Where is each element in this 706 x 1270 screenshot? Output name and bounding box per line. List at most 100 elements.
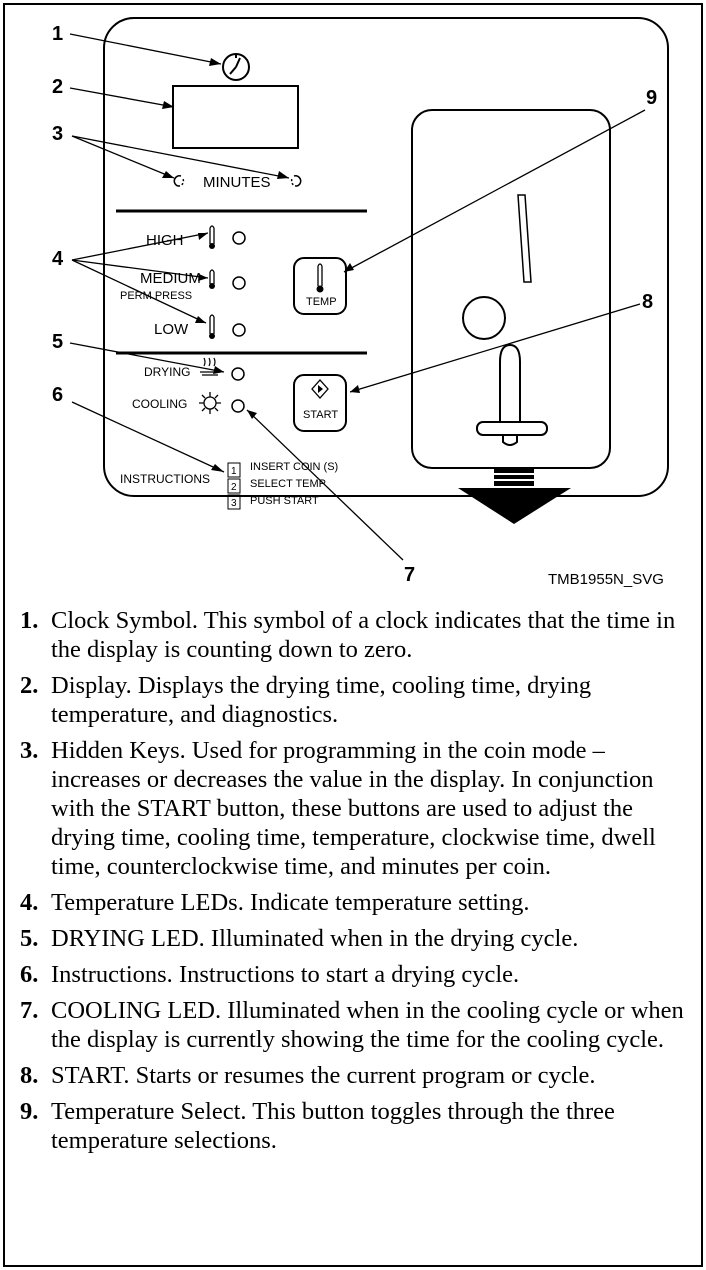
- description-list: 1. Clock Symbol. This symbol of a clock …: [20, 606, 700, 1162]
- item-text: Illuminated when in the drying cycle.: [210, 925, 579, 952]
- down-arrow-icon: [458, 469, 571, 524]
- control-panel-diagram: MINUTES HIGH MEDIUM PERM PRESS LOW DRYIN…: [52, 17, 669, 588]
- coin-slot: [517, 194, 532, 283]
- callout-arrowheads: [162, 58, 360, 472]
- list-item: 5. DRYING LED. Illuminated when in the d…: [20, 924, 700, 953]
- instruction-step-1: 1 INSERT COIN (S): [227, 461, 338, 478]
- clock-icon: [222, 53, 250, 81]
- callout-2: 2: [52, 76, 63, 98]
- item-body: Temperature LEDs. Indicate temperature s…: [51, 888, 700, 917]
- page-frame: [3, 3, 703, 1267]
- thermometer-high-icon: [209, 225, 215, 249]
- item-body: DRYING LED. Illuminated when in the dryi…: [51, 924, 700, 953]
- item-number: 5.: [20, 925, 39, 952]
- instruction-step-2: 2 SELECT TEMP: [227, 478, 326, 494]
- item-number: 2.: [20, 672, 39, 699]
- coin-handle[interactable]: [476, 343, 548, 446]
- item-body: START. Starts or resumes the current pro…: [51, 1061, 700, 1090]
- cooling-label: COOLING: [132, 397, 187, 411]
- item-text: Indicate temperature setting.: [249, 889, 530, 916]
- thermometer-low-icon: [209, 314, 215, 339]
- perm-press-label: PERM PRESS: [120, 290, 192, 302]
- item-number: 4.: [20, 889, 39, 916]
- list-item: 3. Hidden Keys. Used for programming in …: [20, 736, 700, 881]
- callout-8: 8: [642, 291, 653, 313]
- minutes-label: MINUTES: [203, 174, 271, 191]
- item-text: This button toggles through the three te…: [51, 1098, 615, 1154]
- led-medium: [232, 276, 246, 290]
- medium-label: MEDIUM: [140, 270, 201, 287]
- item-title: Clock Symbol.: [51, 607, 199, 634]
- callout-6: 6: [52, 384, 63, 406]
- led-cooling: [231, 399, 245, 413]
- svg-text:1: 1: [231, 466, 237, 477]
- high-label: HIGH: [146, 232, 184, 249]
- item-number: 6.: [20, 961, 39, 988]
- item-number: 7.: [20, 997, 39, 1024]
- instructions-label: INSTRUCTIONS: [120, 472, 210, 486]
- callout-7: 7: [404, 564, 415, 586]
- led-drying: [231, 367, 245, 381]
- list-item: 8. START. Starts or resumes the current …: [20, 1061, 700, 1090]
- svg-text:2: 2: [231, 482, 237, 493]
- item-text: Displays the drying time, cooling time, …: [51, 672, 592, 728]
- callout-4: 4: [52, 248, 64, 270]
- item-text: Used for programming in the coin mode – …: [51, 737, 656, 880]
- svg-text:INSERT COIN (S): INSERT COIN (S): [250, 461, 338, 473]
- led-high: [232, 231, 246, 245]
- list-item: 9. Temperature Select. This button toggl…: [20, 1097, 700, 1155]
- item-title: Temperature LEDs.: [51, 889, 244, 916]
- callout-lines: [69, 33, 646, 561]
- item-title: START.: [51, 1062, 130, 1089]
- item-body: Clock Symbol. This symbol of a clock ind…: [51, 606, 700, 664]
- hidden-key-right: [290, 175, 302, 187]
- item-body: Hidden Keys. Used for programming in the…: [51, 736, 700, 881]
- coin-door: [411, 109, 611, 469]
- item-body: Display. Displays the drying time, cooli…: [51, 671, 700, 729]
- list-item: 2. Display. Displays the drying time, co…: [20, 671, 700, 729]
- led-low: [232, 323, 246, 337]
- temp-button[interactable]: TEMP: [293, 257, 347, 315]
- item-text: Illuminated when in the cooling cycle or…: [51, 997, 684, 1053]
- callout-3: 3: [52, 123, 63, 145]
- start-button[interactable]: START: [293, 374, 347, 432]
- item-title: Instructions.: [51, 961, 173, 988]
- instruction-step-3: 3 PUSH START: [227, 494, 319, 510]
- coin-return-button[interactable]: [462, 296, 506, 340]
- item-text: Instructions to start a drying cycle.: [178, 961, 520, 988]
- hidden-key-left: [173, 175, 185, 187]
- cooling-snowflake-icon: [199, 392, 221, 414]
- svg-text:PUSH START: PUSH START: [250, 495, 319, 507]
- item-title: Temperature Select.: [51, 1098, 247, 1125]
- svg-text:SELECT TEMP: SELECT TEMP: [250, 478, 326, 490]
- item-number: 1.: [20, 607, 39, 634]
- control-panel-outline: [103, 17, 669, 497]
- display-window: [172, 85, 299, 149]
- item-number: 9.: [20, 1098, 39, 1125]
- low-label: LOW: [154, 321, 189, 338]
- list-item: 1. Clock Symbol. This symbol of a clock …: [20, 606, 700, 664]
- temp-button-label: TEMP: [306, 296, 337, 308]
- item-body: Instructions. Instructions to start a dr…: [51, 960, 700, 989]
- item-title: DRYING LED.: [51, 925, 205, 952]
- item-number: 3.: [20, 737, 39, 764]
- list-item: 6. Instructions. Instructions to start a…: [20, 960, 700, 989]
- thermometer-medium-icon: [209, 269, 215, 289]
- callout-9: 9: [646, 87, 657, 109]
- item-title: Hidden Keys.: [51, 737, 186, 764]
- item-number: 8.: [20, 1062, 39, 1089]
- item-title: Display.: [51, 672, 132, 699]
- item-text: Starts or resumes the current program or…: [135, 1062, 596, 1089]
- callout-1: 1: [52, 23, 63, 45]
- callout-5: 5: [52, 331, 63, 353]
- item-text: This symbol of a clock indicates that th…: [51, 607, 676, 663]
- start-button-label: START: [303, 409, 338, 421]
- item-body: COOLING LED. Illuminated when in the coo…: [51, 996, 700, 1054]
- item-title: COOLING LED.: [51, 997, 222, 1024]
- svg-text:3: 3: [231, 498, 237, 509]
- list-item: 7. COOLING LED. Illuminated when in the …: [20, 996, 700, 1054]
- item-body: Temperature Select. This button toggles …: [51, 1097, 700, 1155]
- list-item: 4. Temperature LEDs. Indicate temperatur…: [20, 888, 700, 917]
- drying-label: DRYING: [144, 365, 190, 379]
- figure-id: TMB1955N_SVG: [548, 571, 664, 588]
